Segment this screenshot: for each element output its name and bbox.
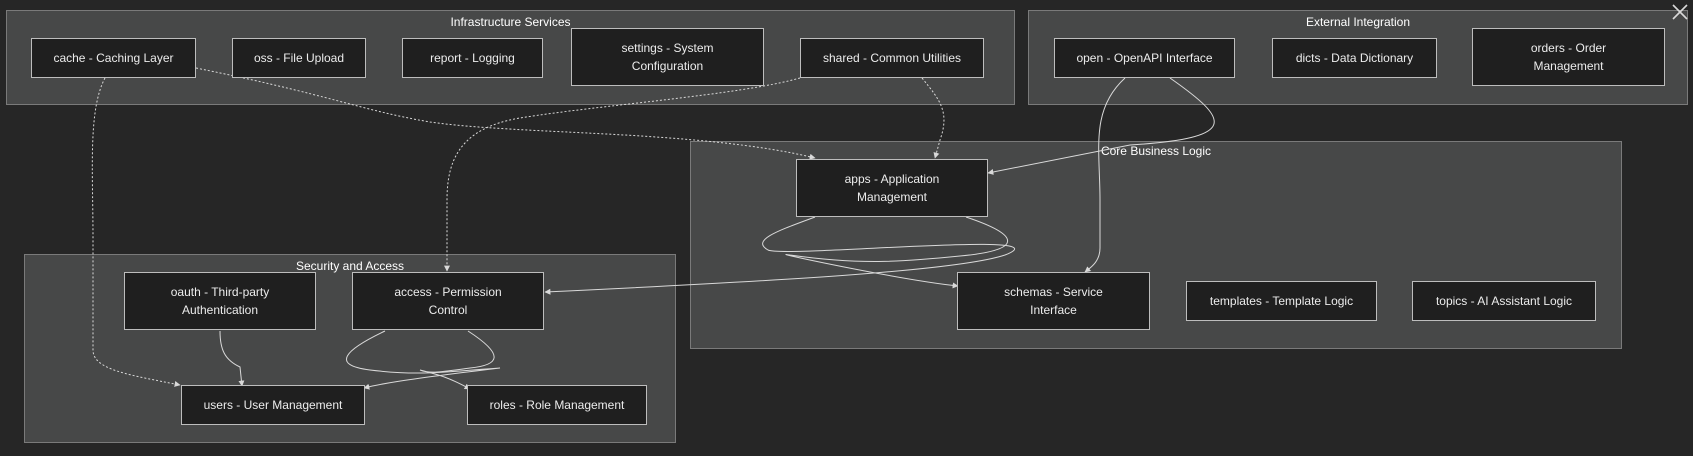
node-topics[interactable]: topics - AI Assistant Logic xyxy=(1412,281,1596,321)
node-templates[interactable]: templates - Template Logic xyxy=(1186,281,1377,321)
node-dicts[interactable]: dicts - Data Dictionary xyxy=(1272,38,1437,78)
group-title-security: Security and Access xyxy=(295,259,405,273)
node-settings[interactable]: settings - System Configuration xyxy=(571,28,764,86)
node-roles[interactable]: roles - Role Management xyxy=(467,385,647,425)
group-title-external: External Integration xyxy=(1305,15,1411,29)
node-shared[interactable]: shared - Common Utilities xyxy=(800,38,984,78)
group-title-core: Core Business Logic xyxy=(1100,144,1212,158)
node-apps[interactable]: apps - Application Management xyxy=(796,159,988,217)
node-schemas[interactable]: schemas - Service Interface xyxy=(957,272,1150,330)
node-orders[interactable]: orders - Order Management xyxy=(1472,28,1665,86)
node-access[interactable]: access - Permission Control xyxy=(352,272,544,330)
node-cache[interactable]: cache - Caching Layer xyxy=(31,38,196,78)
node-users[interactable]: users - User Management xyxy=(181,385,365,425)
node-oauth[interactable]: oauth - Third-party Authentication xyxy=(124,272,316,330)
node-open[interactable]: open - OpenAPI Interface xyxy=(1054,38,1235,78)
node-oss[interactable]: oss - File Upload xyxy=(232,38,366,78)
close-icon[interactable] xyxy=(1670,2,1690,22)
group-title-infrastructure: Infrastructure Services xyxy=(450,15,571,29)
node-report[interactable]: report - Logging xyxy=(402,38,543,78)
